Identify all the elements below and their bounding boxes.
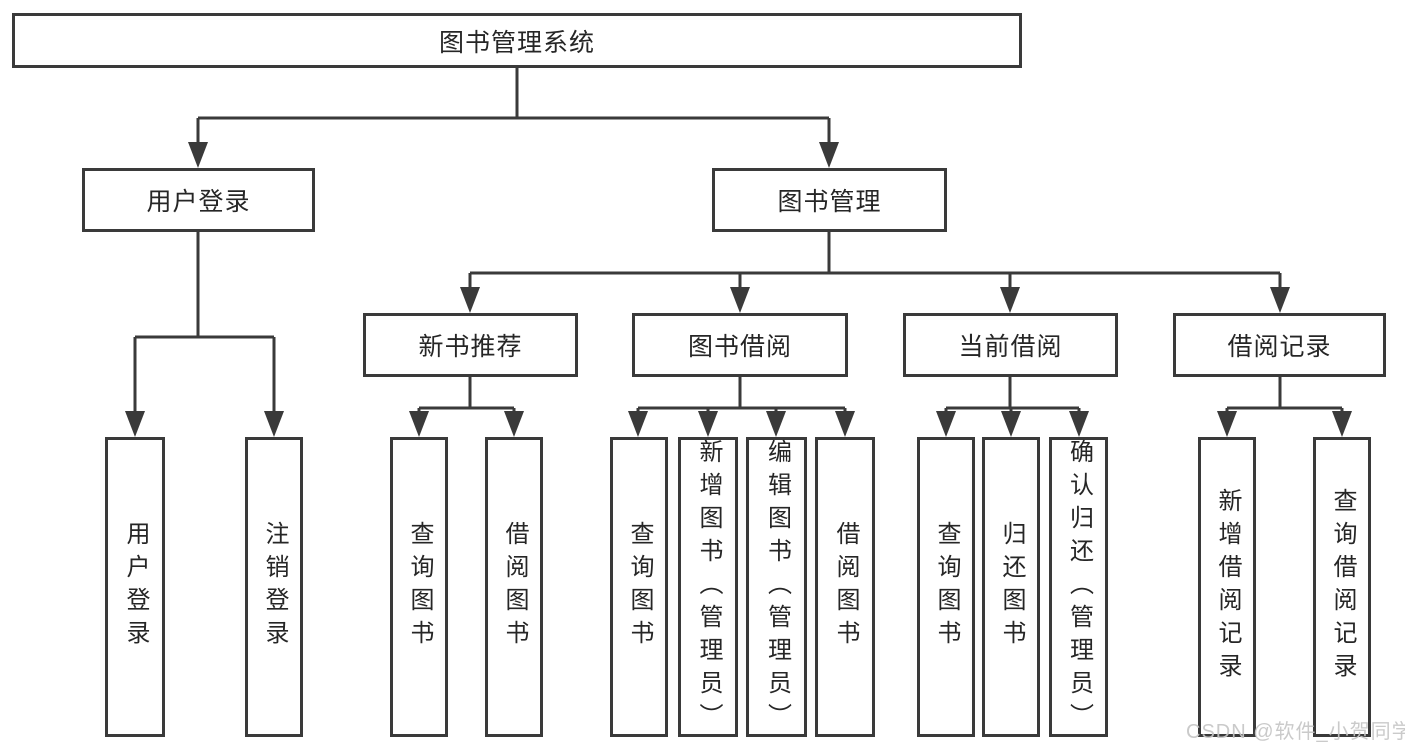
node-current-query-books: 查询图书 <box>917 437 975 737</box>
node-label: 图书管理 <box>777 188 882 216</box>
node-label: 借阅图书 <box>501 521 528 653</box>
node-borrow-borrow-books: 借阅图书 <box>815 437 875 737</box>
node-recommend-query-books: 查询图书 <box>390 437 448 737</box>
node-label: 新增借阅记录 <box>1214 488 1241 686</box>
node-label: 查询图书 <box>406 521 433 653</box>
node-book-borrow: 图书借阅 <box>632 313 848 377</box>
node-label: 确认归还（管理员） <box>1065 438 1093 736</box>
node-label: 用户登录 <box>146 188 251 216</box>
node-current-borrow: 当前借阅 <box>903 313 1118 377</box>
node-current-return-books: 归还图书 <box>982 437 1040 737</box>
node-label: 查询图书 <box>933 521 960 653</box>
node-borrow-records: 借阅记录 <box>1173 313 1386 377</box>
node-label: 新书推荐 <box>418 333 523 361</box>
node-label: 注销登录 <box>261 521 288 653</box>
node-root: 图书管理系统 <box>12 13 1022 68</box>
node-label: 借阅记录 <box>1227 333 1332 361</box>
node-label: 归还图书 <box>998 521 1025 653</box>
node-book-management: 图书管理 <box>712 168 947 232</box>
node-label: 新增图书（管理员） <box>695 438 722 736</box>
node-recommend-borrow-books: 借阅图书 <box>485 437 543 737</box>
node-root-label: 图书管理系统 <box>438 28 595 57</box>
node-label: 用户登录 <box>122 521 149 653</box>
node-records-query-record: 查询借阅记录 <box>1313 437 1371 737</box>
node-borrow-add-books-admin: 新增图书（管理员） <box>678 437 738 737</box>
node-borrow-query-books: 查询图书 <box>610 437 668 737</box>
node-label: 借阅图书 <box>832 521 859 653</box>
node-label: 查询借阅记录 <box>1329 488 1356 686</box>
node-label: 查询图书 <box>626 521 653 653</box>
node-user-login-group: 用户登录 <box>82 168 315 232</box>
node-label: 编辑图书（管理员） <box>763 438 791 736</box>
node-logout-login: 注销登录 <box>245 437 303 737</box>
node-user-login: 用户登录 <box>105 437 165 737</box>
node-label: 图书借阅 <box>687 333 792 361</box>
node-borrow-edit-books-admin: 编辑图书（管理员） <box>746 437 807 737</box>
node-new-book-recommend: 新书推荐 <box>363 313 578 377</box>
csdn-watermark: CSDN @软件_小贺同学 <box>1186 721 1405 743</box>
node-current-confirm-return-admin: 确认归还（管理员） <box>1049 437 1108 737</box>
node-label: 当前借阅 <box>958 333 1063 361</box>
node-records-add-record: 新增借阅记录 <box>1198 437 1256 737</box>
